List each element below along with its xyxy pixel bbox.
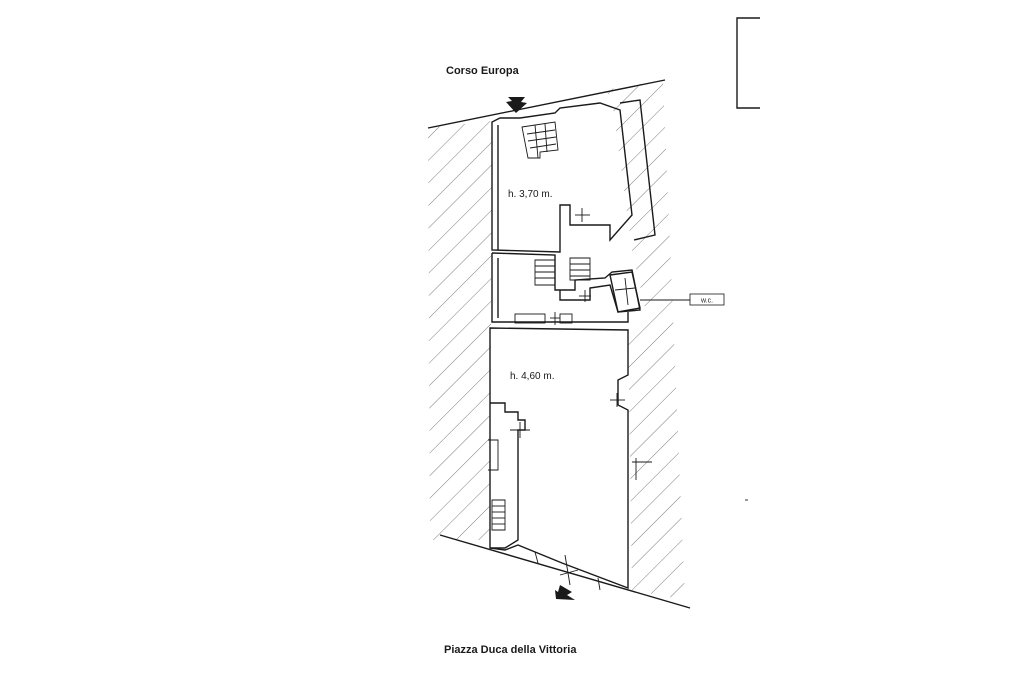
south-street-label: Piazza Duca della Vittoria <box>444 644 577 656</box>
hatched-right-neighbor <box>605 80 685 600</box>
corner-bracket <box>736 17 760 109</box>
lower-room-height: h. 4,60 m. <box>510 371 554 382</box>
wc-label: w.c. <box>700 298 713 305</box>
lower-room <box>488 327 748 591</box>
upper-room <box>491 99 656 253</box>
south-street-edge <box>439 534 691 609</box>
south-entrance-arrow-icon <box>555 585 575 600</box>
north-entrance-arrow-icon <box>506 97 527 113</box>
north-street-edge <box>427 79 666 129</box>
hatched-left-neighbor <box>428 121 492 540</box>
middle-room <box>491 252 723 325</box>
north-street-label: Corso Europa <box>446 65 520 77</box>
wc-label-frame <box>689 293 725 306</box>
upper-room-height: h. 3,70 m. <box>508 189 552 200</box>
